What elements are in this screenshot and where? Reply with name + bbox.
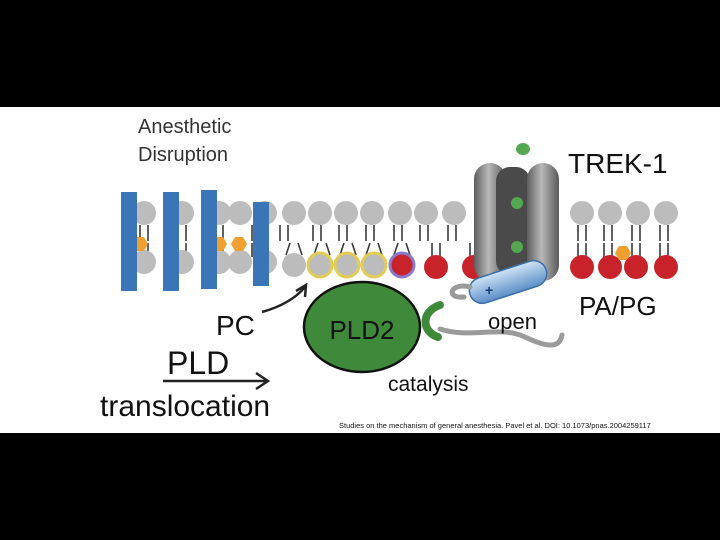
anesthetic-label-line1: Anesthetic [138,116,231,138]
pc-lipid-head [333,251,361,279]
translocation-label: translocation [100,390,270,423]
channel-disordered-tails [437,283,565,348]
pld2-label: PLD2 [329,315,394,345]
mechanism-diagram: + PLD2 Anesthetic Disruption TREK-1 PA/P… [100,116,678,430]
pa-lipid-head [570,255,594,279]
ion-in-pore [511,197,523,209]
ion-exiting [516,143,530,155]
pld2-enzyme: PLD2 [302,280,422,374]
pa-lipid-head [598,255,622,279]
pc-lipid-head [360,251,388,279]
pa-pg-label: PA/PG [579,291,657,321]
pc-arrow [261,282,308,314]
pld-label: PLD [167,345,229,381]
anesthetic-bars [121,190,269,291]
pa-lipid-head [388,251,416,279]
pa-lipid-head [654,255,678,279]
ion-in-pore [511,241,523,253]
figure-panel: + PLD2 Anesthetic Disruption TREK-1 PA/P… [0,107,720,433]
pc-lipid-head [306,251,334,279]
trek1-label: TREK-1 [568,148,668,179]
catalytic-site [421,301,444,341]
citation-text: Studies on the mechanism of general anes… [339,421,651,430]
channel-c-terminus: + [468,259,548,305]
translocation-arrow [163,371,271,391]
pa-lipid-head [624,255,648,279]
trek1-channel [474,143,559,281]
pa-lipid-head [424,255,448,279]
catalysis-label: catalysis [388,373,469,396]
lower-leaflet-heads [132,250,678,279]
pc-label: PC [216,310,255,341]
anesthetic-label-line2: Disruption [138,144,228,166]
charge-label: + [485,282,493,298]
open-state-label: open [488,309,537,334]
cholesterol-molecules [132,237,631,260]
